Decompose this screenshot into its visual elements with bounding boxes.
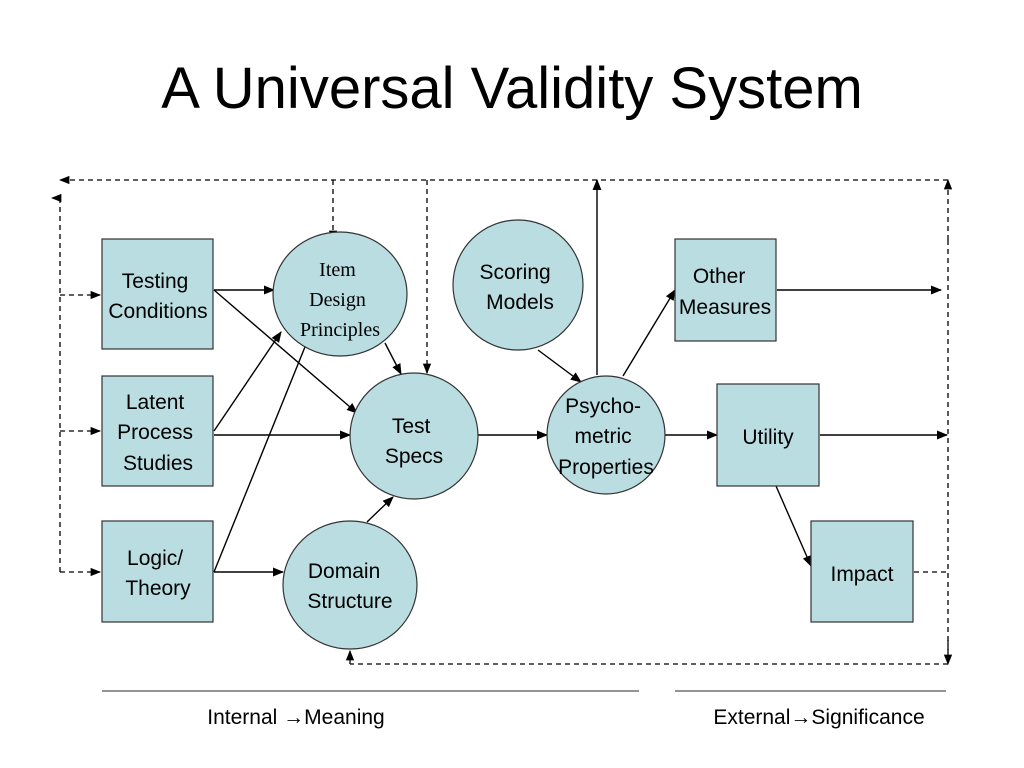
- svg-text:Domain Structure: Domain Structure: [307, 560, 392, 613]
- label-line: Domain: [308, 560, 380, 583]
- label-line: Specs: [385, 445, 443, 468]
- label-line: Psycho-: [565, 395, 641, 418]
- external-significance-label: External→Significance: [713, 706, 924, 729]
- node-logic-theory: Logic/ Theory: [101, 520, 214, 623]
- internal-meaning-label: Internal →Meaning: [207, 706, 384, 729]
- label-line: Other: [693, 265, 746, 288]
- node-utility: Utility: [716, 383, 820, 487]
- feedback-lines: [50, 175, 953, 666]
- flow-arrows: [213, 178, 949, 577]
- page-title: A Universal Validity System: [161, 56, 863, 121]
- node-impact: Impact: [810, 520, 914, 623]
- svg-text:Psycho- metric Pro: Psycho- metric Properties: [558, 395, 654, 479]
- svg-text:Utility: Utility: [742, 426, 794, 449]
- node-latent-process-studies: Latent Process Studies: [101, 375, 214, 487]
- label-line: Utility: [742, 426, 794, 449]
- node-test-specs: Test Specs: [349, 372, 479, 500]
- svg-text:Test Specs: Test Specs: [385, 415, 443, 468]
- svg-text:Testing Conditions: Testing Conditions: [108, 270, 207, 323]
- label-line: Latent: [126, 391, 185, 414]
- svg-text:Latent Process Stu: Latent Process Studies: [117, 391, 199, 475]
- label-line: Design: [309, 289, 366, 311]
- svg-text:Other Measures: Other Measures: [679, 265, 771, 319]
- label-line: Measures: [679, 296, 771, 319]
- label-line: Scoring: [479, 261, 550, 284]
- label-line: Principles: [300, 319, 380, 341]
- svg-text:Impact: Impact: [830, 563, 893, 586]
- node-testing-conditions: Testing Conditions: [101, 238, 214, 350]
- svg-text:Item Design Princi: Item Design Principles: [300, 259, 380, 341]
- label-line: Impact: [830, 563, 893, 586]
- label-line: Logic/: [127, 547, 183, 570]
- label-line: Process: [117, 421, 193, 444]
- node-item-design-principles: Item Design Principles: [272, 231, 408, 357]
- label-line: Theory: [125, 577, 191, 600]
- svg-text:Logic/ Theory: Logic/ Theory: [125, 547, 191, 600]
- node-other-measures: Other Measures: [674, 238, 777, 342]
- label-line: metric: [574, 425, 631, 448]
- label-line: Test: [392, 415, 431, 438]
- label-line: Structure: [307, 590, 392, 613]
- svg-text:Scoring Models: Scoring Models: [479, 261, 556, 314]
- node-scoring-models: Scoring Models: [452, 219, 584, 351]
- label-line: Testing: [122, 270, 189, 293]
- label-line: Conditions: [108, 300, 207, 323]
- label-line: Item: [319, 259, 356, 281]
- node-psychometric-properties: Psycho- metric Properties: [546, 375, 666, 495]
- label-line: Models: [486, 291, 554, 314]
- label-line: Studies: [123, 452, 193, 475]
- node-domain-structure: Domain Structure: [282, 520, 418, 650]
- label-line: Properties: [558, 456, 654, 479]
